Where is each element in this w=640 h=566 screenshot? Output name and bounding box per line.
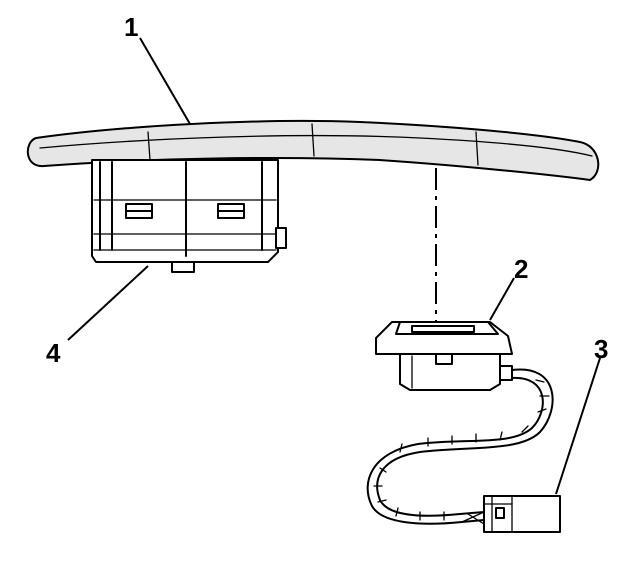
wire-harness [366, 368, 554, 525]
leader-line-3 [555, 357, 601, 495]
lamp-module [375, 321, 513, 391]
leader-line-1 [139, 37, 191, 125]
callout-3: 3 [594, 334, 608, 364]
switch-housing [91, 159, 287, 273]
leader-line-2 [489, 277, 515, 321]
harness-connector [483, 495, 561, 533]
callout-1: 1 [124, 12, 138, 42]
callout-4: 4 [46, 338, 61, 368]
callout-2: 2 [514, 254, 528, 284]
leader-line-4 [67, 265, 149, 341]
